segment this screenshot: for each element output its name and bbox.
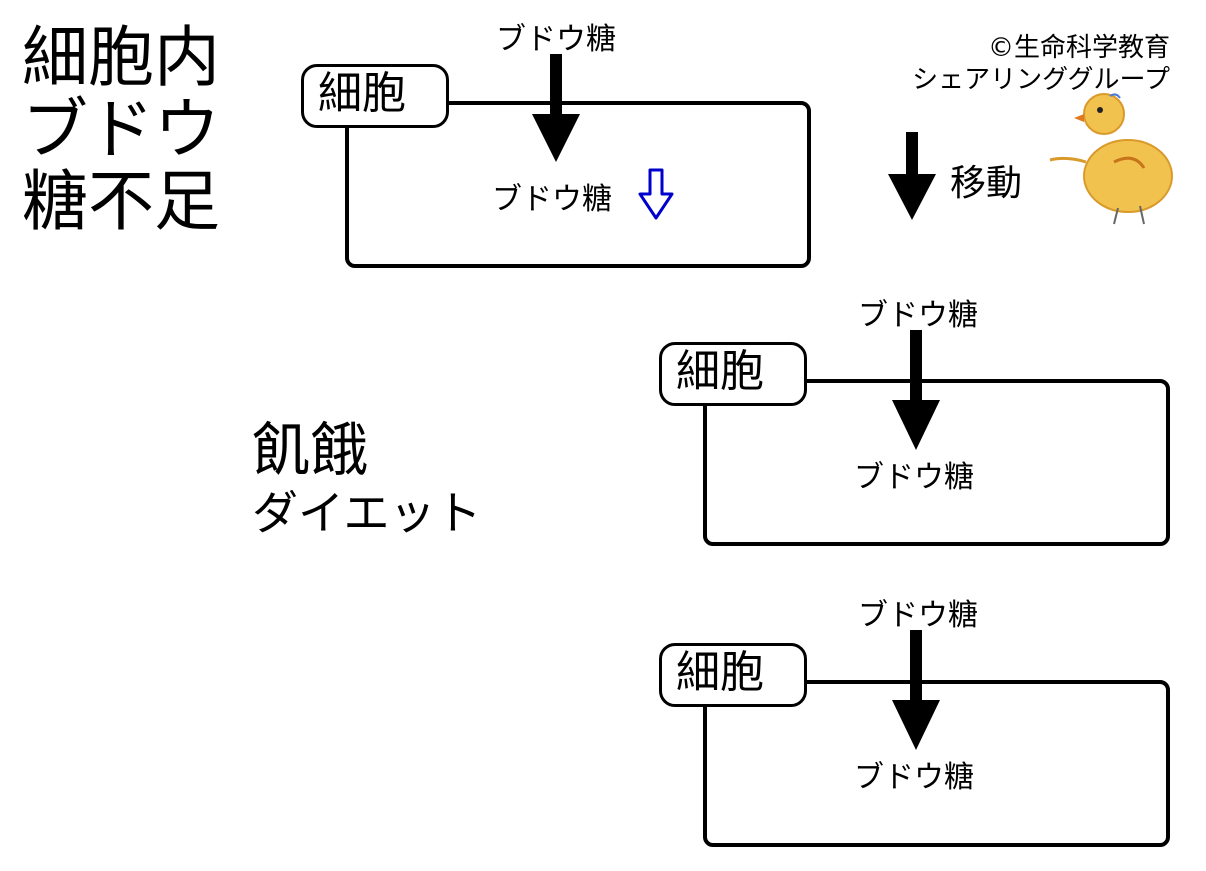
condition-label: 飢餓 ダイエット	[252, 418, 482, 540]
condition-main: 飢餓	[252, 416, 369, 484]
move-arrow	[888, 132, 936, 220]
cell-box-1	[345, 101, 811, 268]
glucose-inside-1: ブドウ糖	[492, 182, 612, 217]
move-label: 移動	[950, 163, 1023, 204]
glucose-outside-1: ブドウ糖	[496, 22, 616, 57]
glucose-inside-3: ブドウ糖	[854, 760, 974, 795]
cell-tag-2: 細胞	[659, 342, 807, 406]
glucose-inside-2: ブドウ糖	[854, 460, 974, 495]
title-line-1: 細胞内	[22, 19, 220, 96]
cell-tag-3: 細胞	[659, 643, 807, 707]
glucose-outside-2: ブドウ糖	[858, 298, 978, 333]
uptake-arrow-2	[892, 330, 940, 450]
page-title: 細胞内 ブドウ 糖不足	[22, 22, 220, 238]
copyright-credit: ©生命科学教育 シェアリンググループ	[912, 32, 1170, 96]
condition-sub: ダイエット	[252, 486, 482, 540]
glucose-outside-3: ブドウ糖	[858, 598, 978, 633]
copyright-line-1: ©生命科学教育	[987, 33, 1170, 63]
title-line-3: 糖不足	[22, 163, 220, 240]
title-line-2: ブドウ	[22, 91, 220, 168]
chick-icon	[1049, 93, 1173, 225]
uptake-arrow-3	[892, 630, 940, 750]
copyright-line-2: シェアリンググループ	[912, 65, 1170, 95]
cell-box-3	[703, 680, 1170, 847]
cell-tag-1: 細胞	[301, 64, 449, 128]
decrease-arrow-icon	[638, 168, 674, 220]
uptake-arrow-1	[532, 54, 580, 162]
